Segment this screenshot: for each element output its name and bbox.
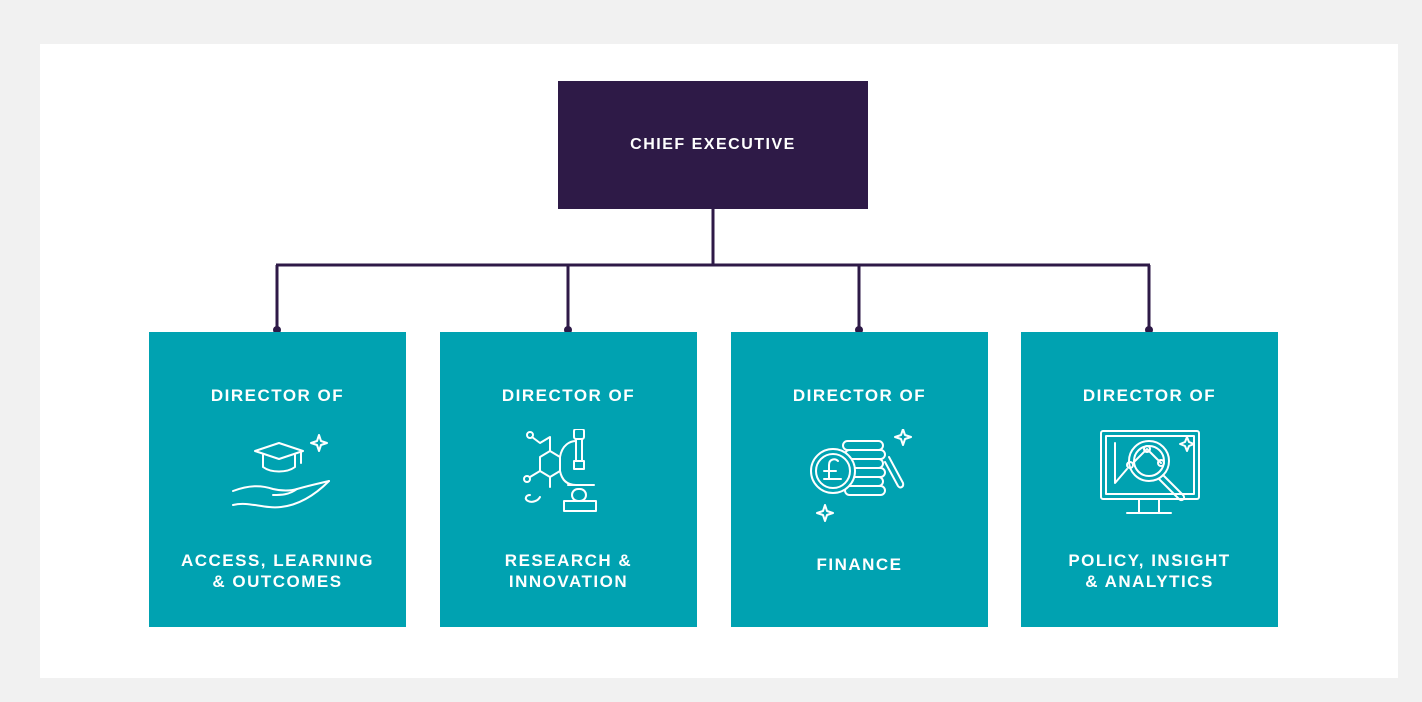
director-name: POLICY, INSIGHT & ANALYTICS [1068,551,1231,591]
chief-executive-label: CHIEF EXECUTIVE [630,136,796,153]
director-box-research-innovation: DIRECTOR OF RESEARCH & INNOVATION [440,332,697,627]
microscope-molecule-icon [516,429,621,529]
chief-executive-box: CHIEF EXECUTIVE [558,81,868,209]
director-box-finance: DIRECTOR OF FINANCE [731,332,988,627]
director-name: RESEARCH & INNOVATION [504,551,633,591]
director-title: DIRECTOR OF [792,386,927,405]
director-box-access-learning: DIRECTOR OF ACCESS, LEARNING & OUTCOMES [149,332,406,627]
monitor-magnifier-icon [1097,429,1202,529]
director-name: ACCESS, LEARNING & OUTCOMES [180,551,375,591]
director-title: DIRECTOR OF [1082,386,1217,405]
pound-coins-icon [807,429,912,529]
director-title: DIRECTOR OF [501,386,636,405]
director-box-policy-insight: DIRECTOR OF POLICY, INSIGHT & ANALYTICS [1021,332,1278,627]
director-title: DIRECTOR OF [210,386,345,405]
graduation-cap-hand-icon [225,429,330,529]
director-name: FINANCE [816,555,903,574]
